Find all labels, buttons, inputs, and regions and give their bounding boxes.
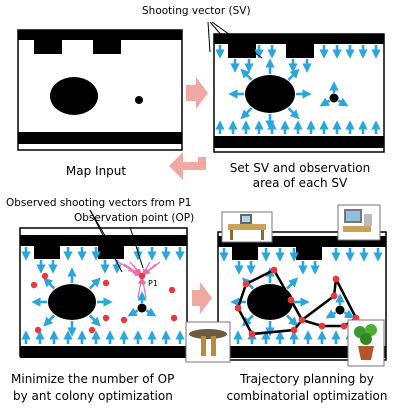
observed-vectors [117, 261, 161, 299]
observation-point [41, 272, 49, 280]
observation-point [340, 322, 348, 330]
obstacle-point [135, 96, 143, 104]
wall-top [218, 236, 386, 247]
observation-points [234, 266, 360, 338]
shooting-vector [43, 314, 56, 327]
label-trajectory-line2: combinatorial optimization [226, 389, 388, 403]
label-map-input: Map Input [65, 164, 127, 178]
observation-point [234, 304, 242, 312]
obstacle-point [335, 305, 345, 315]
observation-point [270, 266, 278, 274]
wall-block [34, 38, 62, 54]
label-observed-sv: Observed shooting vectors from P1 [6, 197, 192, 209]
shooting-vector [286, 277, 299, 290]
label-minimize-line2: by ant colony optimization [13, 389, 173, 403]
wall-block [93, 38, 121, 54]
shooting-vector [145, 307, 157, 317]
wall-top [20, 235, 187, 246]
wall-bottom [20, 346, 187, 358]
table-icon [185, 321, 231, 363]
obstacle-point [137, 303, 147, 313]
label-trajectory-line1: Trajectory planning by [240, 372, 374, 386]
observation-point [168, 286, 176, 294]
shooting-vector [88, 314, 101, 327]
shooting-vector [286, 314, 299, 327]
wall-block [232, 245, 258, 260]
flow-arrow-right [192, 282, 212, 314]
wall-bottom [18, 132, 182, 144]
observation-point [318, 322, 326, 330]
label-observation-point: Observation point (OP) [74, 212, 195, 224]
observation-point [102, 314, 110, 322]
sv-pointer-line [207, 21, 211, 53]
shooting-vector [319, 97, 331, 107]
panel-set-sv [213, 33, 385, 153]
shooting-vector [127, 307, 139, 317]
shooting-vector [287, 68, 300, 81]
obstacle-ellipse [247, 284, 293, 320]
wall-block [228, 42, 256, 58]
obstacle-point [329, 93, 339, 103]
annotation-lines [89, 21, 263, 273]
shooting-vector [343, 309, 355, 319]
panel-map-input [17, 29, 183, 151]
observation-point [170, 314, 178, 322]
obstacle-ellipse [50, 77, 98, 115]
observation-point [88, 326, 96, 334]
shooting-vector [240, 68, 253, 81]
observed-vector [143, 261, 161, 275]
observation-point [30, 281, 38, 289]
wall-bottom [214, 136, 384, 148]
potted-plant-icon [347, 319, 385, 367]
observation-point [287, 296, 295, 304]
wall-bottom [218, 346, 386, 358]
observation-point [138, 272, 146, 280]
wall-top [214, 34, 384, 44]
computer-icon [337, 204, 381, 241]
wall-block [34, 244, 60, 259]
flow-arrows [169, 77, 212, 314]
op-pointer-line [129, 226, 144, 269]
obstacle-ellipse [245, 75, 295, 113]
shooting-vector [287, 107, 300, 120]
wall-block [296, 245, 322, 260]
observation-point [242, 280, 250, 288]
label-set-sv-line2: area of each SV [252, 176, 348, 190]
label-set-sv-line1: Set SV and observation [229, 161, 371, 175]
observation-point [332, 275, 340, 283]
label-minimize-line1: Minimize the number of OP [11, 372, 175, 386]
wall-block [286, 42, 314, 58]
panel-trajectory [217, 231, 387, 361]
shooting-vector [43, 277, 56, 290]
wall-top [18, 30, 182, 40]
shooting-vectors [21, 247, 185, 344]
observation-points [30, 272, 178, 334]
flow-arrow-down-left [169, 152, 206, 180]
observed-vector [127, 269, 142, 276]
sv-pointer-line [209, 21, 237, 53]
obstacle-ellipse [48, 284, 96, 320]
panel-minimize-op [19, 227, 188, 358]
observation-point [102, 279, 110, 287]
shooting-vector [325, 309, 337, 319]
label-p1: P1 [148, 279, 158, 288]
label-shooting-vector: Shooting vector (SV) [142, 5, 251, 17]
shooting-vectors [215, 45, 381, 134]
observation-point [34, 326, 42, 334]
observed-pointer-line [89, 209, 123, 273]
shooting-vector [337, 97, 349, 107]
observation-point [120, 316, 128, 324]
observation-point [298, 316, 306, 324]
observation-point [290, 326, 298, 334]
shooting-vector [88, 277, 101, 290]
observed-vector [140, 278, 147, 299]
desk-computer-icon [221, 211, 273, 243]
sv-pointer-line [211, 21, 263, 59]
flow-arrow-right [186, 77, 208, 109]
observation-point [248, 330, 256, 338]
shooting-vector [240, 107, 253, 120]
observation-point [330, 292, 338, 300]
